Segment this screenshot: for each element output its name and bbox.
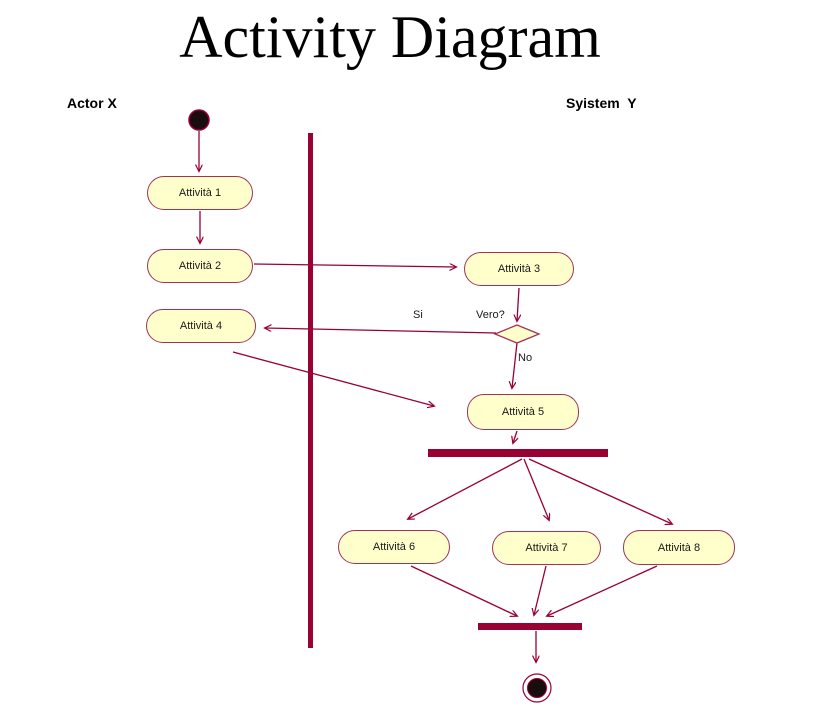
flow-attivita2-to-attivita3 bbox=[253, 263, 456, 267]
join-bar bbox=[478, 623, 582, 630]
decision-question-label: Vero? bbox=[476, 309, 505, 321]
end-node-icon bbox=[527, 678, 547, 698]
activity-label: Attività 5 bbox=[501, 406, 545, 418]
activity-label: Attività 6 bbox=[372, 541, 416, 553]
activity-label: Attività 4 bbox=[179, 320, 223, 332]
activity-node-attivita-4: Attività 4 bbox=[146, 309, 256, 343]
flow-attivita4-to-attivita5 bbox=[232, 351, 434, 406]
activity-label: Attività 1 bbox=[178, 187, 222, 199]
activity-node-attivita-8: Attività 8 bbox=[623, 530, 735, 565]
flow-attivita7-to-join bbox=[534, 565, 547, 615]
flow-attivita6-to-join bbox=[410, 565, 517, 616]
activity-label: Attività 2 bbox=[178, 260, 222, 272]
swimlane-divider bbox=[308, 133, 313, 648]
decision-yes-label: Si bbox=[413, 309, 423, 321]
flow-decision-no-to-attivita5 bbox=[512, 342, 518, 388]
flow-fork-to-attivita6 bbox=[408, 458, 523, 519]
activity-label: Attività 3 bbox=[497, 263, 541, 275]
lane-label-system: Syistem Y bbox=[566, 95, 637, 111]
flow-decision-si-to-attivita4 bbox=[265, 328, 497, 334]
activity-node-attivita-6: Attività 6 bbox=[338, 530, 450, 564]
lane-label-actor: Actor X bbox=[67, 95, 117, 111]
flow-fork-to-attivita8 bbox=[528, 458, 672, 524]
activity-label: Attività 7 bbox=[525, 542, 568, 554]
activity-node-attivita-1: Attività 1 bbox=[147, 176, 253, 210]
decision-no-label: No bbox=[518, 352, 533, 364]
activity-label: Attività 8 bbox=[657, 541, 701, 554]
fork-bar bbox=[428, 449, 608, 457]
flow-attivita3-to-decision bbox=[517, 287, 519, 321]
flow-fork-to-attivita7 bbox=[523, 458, 549, 520]
flow-attivita5-to-fork bbox=[513, 430, 517, 443]
start-node-icon bbox=[188, 109, 210, 131]
decision-diamond-icon bbox=[493, 324, 541, 344]
activity-node-attivita-2: Attività 2 bbox=[147, 249, 253, 283]
activity-node-attivita-3: Attività 3 bbox=[464, 252, 574, 286]
flow-attivita8-to-join bbox=[547, 565, 658, 616]
activity-node-attivita-7: Attività 7 bbox=[492, 531, 601, 565]
activity-node-attivita-5: Attività 5 bbox=[467, 394, 579, 430]
diagram-title: Activity Diagram bbox=[179, 4, 601, 70]
